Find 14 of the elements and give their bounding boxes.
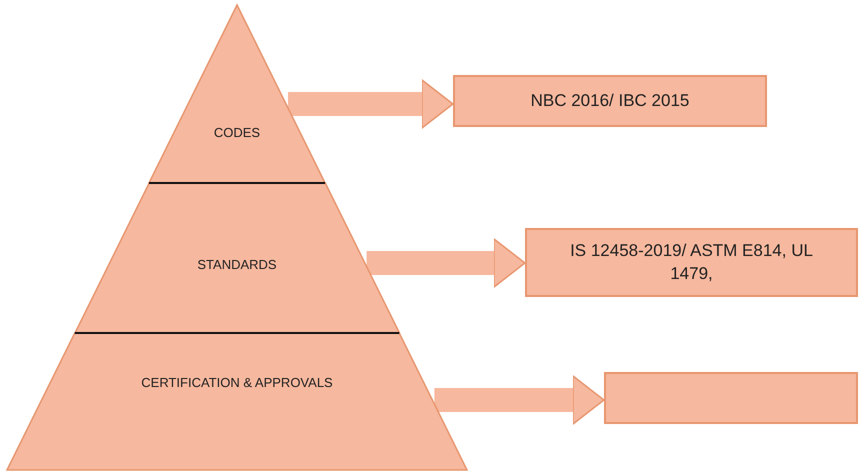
pyramid-tier bbox=[148, 5, 326, 183]
tier-label: STANDARDS bbox=[197, 257, 277, 272]
block-arrow bbox=[434, 375, 605, 425]
box-text: IS 12458-2019/ ASTM E814, UL 1479, bbox=[569, 240, 814, 284]
text-box bbox=[604, 372, 858, 424]
block-arrow bbox=[288, 79, 454, 129]
pyramid-tier bbox=[74, 183, 400, 333]
pyramid-tier bbox=[7, 333, 467, 470]
tier-label: CERTIFICATION & APPROVALS bbox=[141, 375, 333, 390]
text-box bbox=[525, 228, 858, 297]
box-text: NBC 2016/ IBC 2015 bbox=[530, 90, 690, 112]
text-box bbox=[453, 75, 767, 127]
tier-label: CODES bbox=[214, 125, 260, 140]
block-arrow bbox=[366, 238, 526, 288]
